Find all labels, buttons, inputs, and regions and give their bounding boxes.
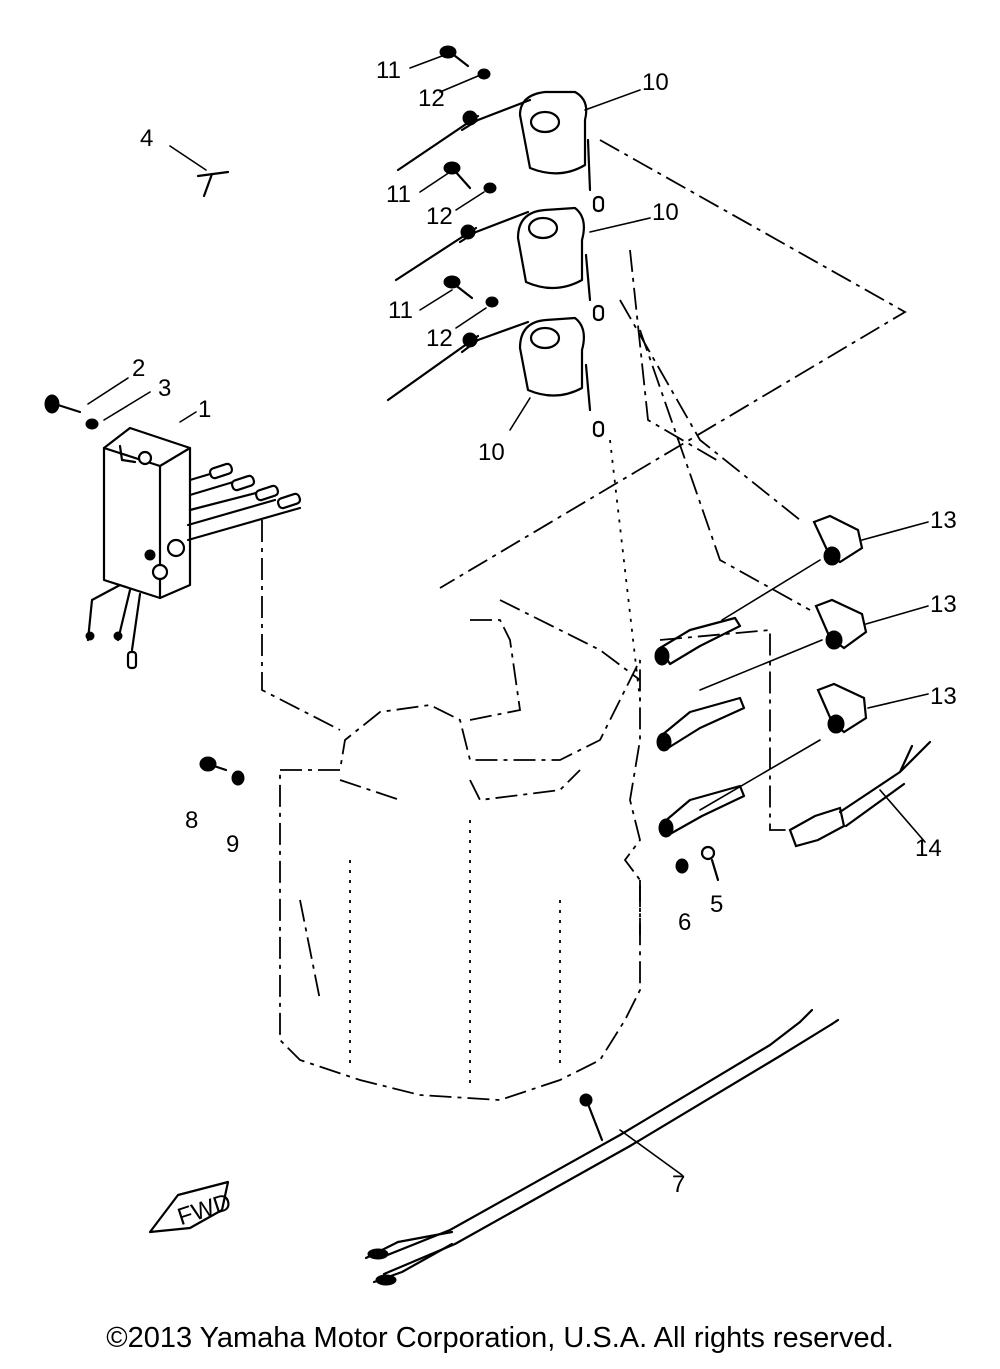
callout-5: 5	[710, 891, 723, 918]
callout-leaders	[87, 55, 929, 1176]
cdi-unit-1	[85, 426, 302, 670]
coil-screw-11-bottom	[443, 275, 474, 300]
assembly-guide-lines	[261, 139, 907, 935]
ignition-coil-top	[396, 90, 605, 213]
plug-cap-13-top	[812, 514, 864, 566]
spark-plug-top	[654, 616, 742, 666]
callout-10-bottom: 10	[478, 439, 505, 466]
callout-9: 9	[226, 831, 239, 858]
callout-14: 14	[915, 835, 942, 862]
callout-3: 3	[158, 375, 171, 402]
coil-washer-12-top	[477, 68, 491, 80]
washer-9	[231, 770, 245, 786]
coil-screw-11-top	[439, 45, 470, 68]
callout-10-middle: 10	[652, 199, 679, 226]
callout-4: 4	[140, 125, 153, 152]
callout-7: 7	[672, 1171, 685, 1198]
callout-1: 1	[198, 396, 211, 423]
callout-10-top: 10	[642, 69, 669, 96]
screw-5	[700, 845, 720, 882]
lead-wire-14	[788, 740, 932, 848]
bolt-8	[199, 756, 228, 772]
callout-11-top: 11	[376, 57, 401, 84]
fwd-text: FWD	[174, 1189, 234, 1232]
callout-11-middle: 11	[386, 181, 411, 208]
engine-block-outline	[279, 599, 641, 1101]
coil-washer-12-middle	[483, 182, 497, 194]
callout-13-bottom: 13	[930, 683, 957, 710]
screw-2	[44, 394, 82, 414]
plug-cap-13-middle	[814, 598, 868, 650]
coil-screw-11-middle	[443, 161, 472, 190]
callout-12-bottom: 12	[426, 325, 453, 352]
plug-cap-13-bottom	[816, 682, 868, 734]
copyright-notice: ©2013 Yamaha Motor Corporation, U.S.A. A…	[106, 1322, 894, 1354]
callout-11-bottom: 11	[388, 297, 413, 324]
washer-6	[675, 858, 689, 874]
wire-harness-7	[364, 1008, 840, 1286]
spark-plug-middle	[656, 696, 746, 752]
callout-13-middle: 13	[930, 591, 957, 618]
callout-12-middle: 12	[426, 203, 453, 230]
callout-8: 8	[185, 807, 198, 834]
fwd-label-plate: FWD	[148, 1180, 235, 1234]
callout-2: 2	[132, 355, 145, 382]
callout-labels: 1 2 3 4 5 6 7 8 9 10 10 10 11 11 11 12 1…	[132, 57, 957, 1198]
washer-3	[85, 418, 99, 430]
coil-washer-12-bottom	[485, 296, 499, 308]
callout-6: 6	[678, 909, 691, 936]
ignition-coil-middle	[394, 206, 605, 322]
callout-12-top: 12	[418, 85, 445, 112]
callout-13-top: 13	[930, 507, 957, 534]
ignition-coil-bottom	[386, 316, 605, 438]
spark-plug-bottom	[658, 784, 746, 838]
bolt-4	[196, 170, 230, 198]
